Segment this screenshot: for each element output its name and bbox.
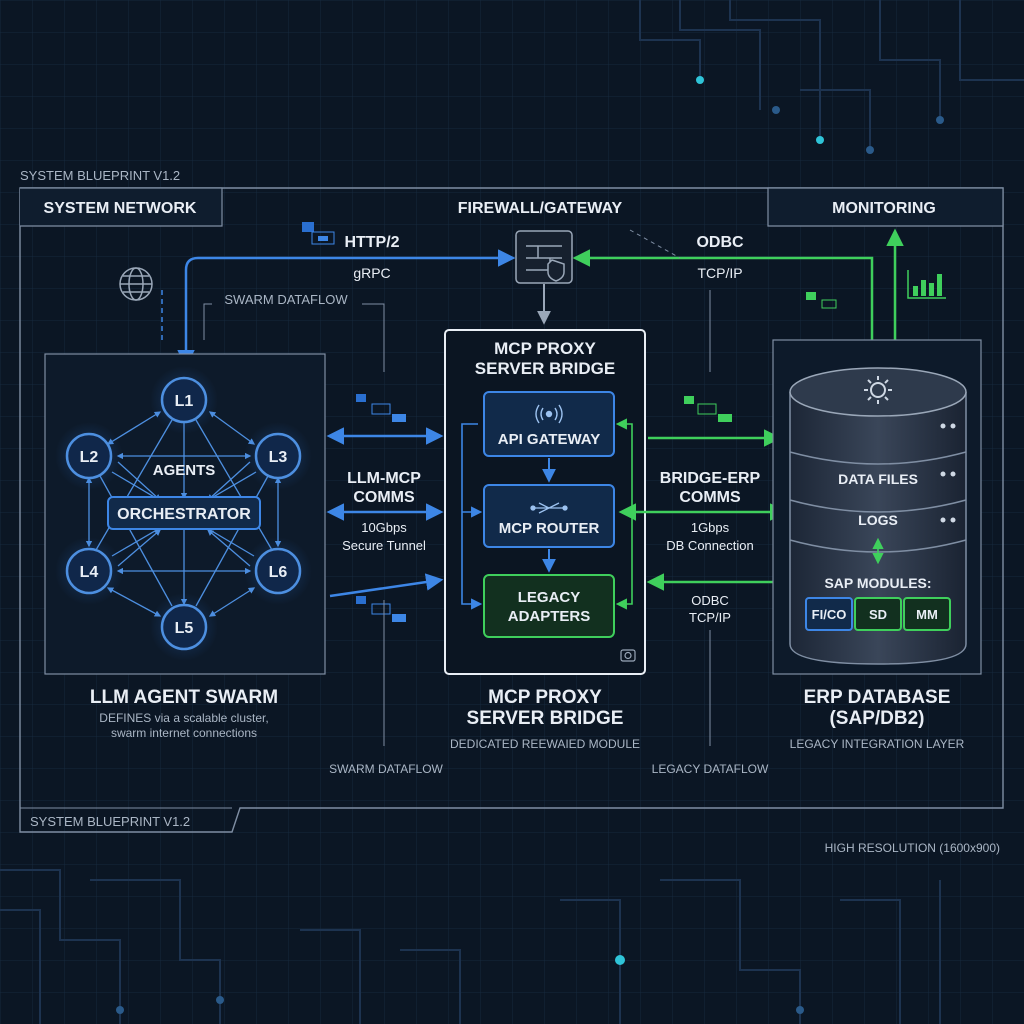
- camera-icon: [620, 649, 636, 662]
- database-cylinder: [789, 367, 967, 665]
- system-network-label: SYSTEM NETWORK: [44, 200, 197, 217]
- swarm-dataflow-top-label: SWARM DATAFLOW: [224, 292, 348, 307]
- agent-label-l1: L1: [175, 393, 194, 410]
- bar-chart-icon: [907, 270, 946, 299]
- proxy-title-1: MCP PROXY: [488, 687, 602, 708]
- mcp-router-box: [483, 484, 615, 548]
- odbc-dashed-hint: [629, 229, 681, 259]
- firewall-icon: [515, 230, 573, 284]
- monitoring-tab: [767, 187, 1004, 227]
- monitoring-label: MONITORING: [832, 200, 936, 217]
- agent-node-l3: L3: [244, 422, 312, 490]
- proxy-title-2: SERVER BRIDGE: [467, 708, 624, 729]
- agent-label-l2: L2: [80, 449, 99, 466]
- circuit-nodes: [116, 76, 944, 1014]
- grpc-label: gRPC: [353, 265, 390, 281]
- agent-label-l6: L6: [269, 564, 288, 581]
- sap-module-label: MM: [916, 607, 938, 622]
- erp-desc: LEGACY INTEGRATION LAYER: [790, 737, 965, 751]
- agent-node-l1: L1: [150, 366, 218, 434]
- odbc-top-label: ODBC: [696, 234, 744, 251]
- swarm-proxy-link-3: [329, 573, 444, 598]
- system-network-tab: [20, 187, 223, 227]
- tcpip-mid-label: TCP/IP: [689, 610, 731, 625]
- orchestrator-label: ORCHESTRATOR: [117, 506, 251, 523]
- logs-label: LOGS: [858, 512, 898, 528]
- api-gateway-box: [483, 391, 615, 457]
- agents-label: AGENTS: [153, 462, 216, 479]
- swarm-desc-1: DEFINES via a scalable cluster,: [99, 711, 268, 725]
- sap-modules-label: SAP MODULES:: [824, 575, 931, 591]
- swarm-title: LLM AGENT SWARM: [90, 687, 278, 708]
- legacy-adapters-label-2: ADAPTERS: [508, 608, 591, 625]
- api-gateway-label: API GATEWAY: [498, 431, 601, 448]
- bridge-erp-label-2: COMMS: [679, 489, 741, 506]
- db-desc-label: DB Connection: [666, 538, 753, 553]
- sap-module-box: [903, 597, 951, 631]
- tunnel-speed-label: 10Gbps: [361, 520, 407, 535]
- legacy-dataflow-label: LEGACY DATAFLOW: [652, 762, 769, 776]
- swarm-dataflow-top-line: [362, 303, 385, 372]
- odbc-mid-label: ODBC: [691, 593, 729, 608]
- agent-label-l5: L5: [175, 620, 194, 637]
- agent-node-l5: L5: [150, 593, 218, 661]
- swarm-desc-2: swarm internet connections: [111, 726, 257, 740]
- tcpip-top-label: TCP/IP: [697, 265, 742, 281]
- orchestrator-box: [107, 496, 261, 530]
- sap-module-box: [854, 597, 902, 631]
- llm-mcp-label-2: COMMS: [353, 489, 415, 506]
- data-files-label: DATA FILES: [838, 471, 918, 487]
- agent-node-l6: L6: [244, 537, 312, 605]
- agent-label-l4: L4: [80, 564, 99, 581]
- gear-icon: [864, 376, 892, 404]
- proxy-inner-left-route: [461, 423, 483, 610]
- globe-icon: [119, 267, 153, 301]
- data-packets: [302, 222, 837, 622]
- sap-module-box: [805, 597, 853, 631]
- swarm-dataflow-bottom-label: SWARM DATAFLOW: [329, 762, 443, 776]
- llm-mcp-label-1: LLM-MCP: [347, 470, 421, 487]
- blueprint-label-bottom: SYSTEM BLUEPRINT V1.2: [30, 814, 190, 829]
- sap-module-label: FI/CO: [812, 607, 847, 622]
- db-speed-label: 1Gbps: [691, 520, 730, 535]
- erp-title-1: ERP DATABASE: [804, 687, 951, 708]
- http2-label: HTTP/2: [344, 234, 399, 251]
- sap-module-label: SD: [869, 607, 887, 622]
- router-icon: [530, 502, 568, 514]
- swarm-dataflow-top-bracket: [203, 303, 212, 340]
- proxy-desc: DEDICATED REEWAIED MODULE: [450, 737, 640, 751]
- bridge-erp-label-1: BRIDGE-ERP: [660, 470, 761, 487]
- sap-module-boxes: FI/CO SD MM: [805, 597, 951, 631]
- blueprint-label-top: SYSTEM BLUEPRINT V1.2: [20, 168, 180, 183]
- resolution-label: HIGH RESOLUTION (1600x900): [825, 841, 1000, 855]
- mcp-router-label: MCP ROUTER: [499, 520, 600, 537]
- odbc-top-link: [572, 249, 874, 360]
- firewall-label: FIREWALL/GATEWAY: [458, 200, 623, 217]
- erp-title-2: (SAP/DB2): [829, 708, 924, 729]
- proxy-header-2: SERVER BRIDGE: [475, 359, 615, 378]
- agent-label-l3: L3: [269, 449, 288, 466]
- proxy-header-1: MCP PROXY: [494, 339, 596, 358]
- signal-icon: [535, 404, 563, 424]
- legacy-adapters-label-1: LEGACY: [518, 589, 581, 606]
- agent-node-l4: L4: [55, 537, 123, 605]
- http2-link: [177, 249, 516, 368]
- agent-node-l2: L2: [55, 422, 123, 490]
- legacy-adapters-box: [483, 574, 615, 638]
- tunnel-desc-label: Secure Tunnel: [342, 538, 426, 553]
